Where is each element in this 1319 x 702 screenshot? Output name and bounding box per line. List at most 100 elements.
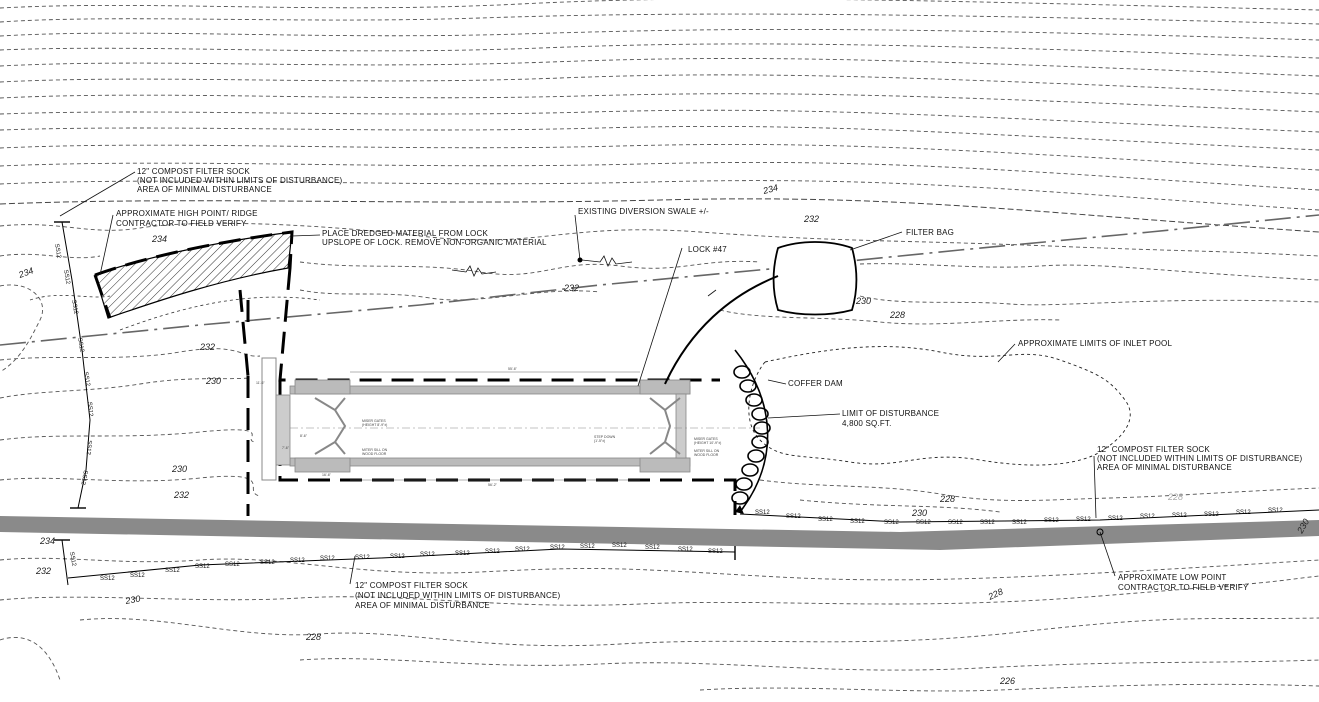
step-down-1: STEP DOWN: [594, 435, 616, 439]
svg-text:230: 230: [124, 594, 142, 607]
sock-labels: SS12 SS12 SS12 SS12 SS12 SS12 SS12 SS12 …: [53, 243, 1283, 582]
svg-text:228: 228: [939, 494, 955, 504]
sock-bottom-note-1: 12" COMPOST FILTER SOCK: [355, 581, 468, 590]
filter-bag-label: FILTER BAG: [906, 228, 954, 237]
svg-text:SS12: SS12: [916, 520, 931, 526]
svg-text:SS12: SS12: [165, 568, 180, 574]
sock-right-note-1: 12" COMPOST FILTER SOCK: [1097, 445, 1210, 454]
svg-text:232: 232: [173, 490, 189, 500]
svg-text:SS12: SS12: [130, 573, 145, 579]
left-gate-2: (HEIGHT 8'-9"±): [362, 423, 387, 427]
svg-text:SS12: SS12: [1204, 512, 1219, 518]
dim-left-a: 11'-6": [256, 381, 265, 385]
svg-text:SS12: SS12: [390, 554, 405, 560]
step-down-2: (1'-5"±): [594, 439, 605, 443]
svg-text:SS12: SS12: [1236, 510, 1251, 516]
svg-text:SS12: SS12: [1044, 518, 1059, 524]
svg-text:234: 234: [761, 182, 779, 196]
svg-text:SS12: SS12: [100, 576, 115, 582]
sock-top-note-1: 12" COMPOST FILTER SOCK: [137, 167, 250, 176]
lock-label: LOCK #47: [688, 245, 727, 254]
svg-text:SS12: SS12: [948, 520, 963, 526]
diversion-swale-note: EXISTING DIVERSION SWALE +/-: [578, 207, 709, 216]
filter-sock-bottom: [54, 539, 736, 586]
svg-text:230: 230: [171, 464, 187, 474]
high-point-note-2: CONTRACTOR TO FIELD VERIFY: [116, 219, 247, 228]
lock-structure: [261, 357, 760, 481]
svg-text:234: 234: [151, 234, 167, 244]
pump-hose: [664, 275, 779, 385]
lod-label-2: 4,800 SQ.FT.: [842, 419, 892, 428]
svg-text:SS12: SS12: [79, 470, 88, 486]
svg-text:SS12: SS12: [678, 547, 693, 553]
svg-text:230: 230: [855, 296, 871, 306]
svg-text:SS12: SS12: [420, 552, 435, 558]
svg-text:SS12: SS12: [320, 556, 335, 562]
svg-text:SS12: SS12: [1012, 520, 1027, 526]
right-sill-1: MITER SILL ON: [694, 449, 720, 453]
elevation-labels: 234 234 234 234 232 232 232 232 232 230 …: [16, 182, 1311, 686]
svg-text:SS12: SS12: [850, 519, 865, 525]
svg-text:SS12: SS12: [612, 543, 627, 549]
svg-text:226: 226: [999, 676, 1015, 686]
svg-text:232: 232: [35, 566, 51, 576]
filter-sock-right: [739, 509, 1319, 523]
sock-top-note-2: (NOT INCLUDED WITHIN LIMITS OF DISTURBAN…: [137, 176, 342, 185]
coffer-dam-label: COFFER DAM: [788, 379, 843, 388]
dim-left-d: 16'-6": [322, 473, 332, 477]
dredged-note-2: UPSLOPE OF LOCK. REMOVE NON-ORGANIC MATE…: [322, 238, 547, 247]
road-band: [0, 516, 1319, 550]
high-point-note-1: APPROXIMATE HIGH POINT/ RIDGE: [116, 209, 258, 218]
left-gate-1: MISER GATES: [362, 419, 386, 423]
svg-text:228: 228: [1167, 492, 1183, 502]
inlet-pool-boundary: [748, 346, 1131, 466]
limit-of-disturbance-line: [93, 230, 737, 516]
sock-bottom-note-2: (NOT INCLUDED WITHIN LIMITS OF DISTURBAN…: [355, 591, 560, 600]
svg-text:232: 232: [199, 342, 215, 352]
dim-left-b: 7'-6": [282, 446, 290, 450]
svg-text:SS12: SS12: [1108, 516, 1123, 522]
svg-text:SS12: SS12: [195, 564, 210, 570]
svg-text:228: 228: [986, 586, 1005, 602]
svg-text:SS12: SS12: [1076, 517, 1091, 523]
svg-text:SS12: SS12: [645, 545, 660, 551]
filter-bag: [772, 241, 858, 316]
svg-text:SS12: SS12: [755, 510, 770, 516]
svg-text:SS12: SS12: [818, 517, 833, 523]
lod-curve-right: [734, 349, 769, 513]
lock-dimension-labels: 55'-6" 56'-2" 11'-6" 7'-6" 8'-6" 16'-6" …: [256, 367, 721, 487]
filter-sock-left: [54, 221, 91, 509]
svg-text:230: 230: [205, 376, 221, 386]
sock-top-note-3: AREA OF MINIMAL DISTURBANCE: [137, 185, 272, 194]
svg-text:SS12: SS12: [550, 545, 565, 551]
right-gate-1: MISER GATES: [694, 437, 718, 441]
svg-text:SS12: SS12: [290, 558, 305, 564]
lod-label-1: LIMIT OF DISTURBANCE: [842, 409, 939, 418]
low-point-note-2: CONTRACTOR TO FIELD VERIFY: [1118, 583, 1249, 592]
svg-text:SS12: SS12: [68, 551, 77, 567]
svg-text:SS12: SS12: [86, 402, 93, 418]
sock-right-note-2: (NOT INCLUDED WITHIN LIMITS OF DISTURBAN…: [1097, 454, 1302, 463]
svg-text:SS12: SS12: [225, 562, 240, 568]
svg-text:230: 230: [911, 508, 927, 518]
svg-text:SS12: SS12: [76, 337, 85, 353]
annotation-leaders: [59, 171, 1116, 585]
dredge-area: [94, 231, 293, 319]
svg-text:SS12: SS12: [53, 243, 62, 259]
svg-text:SS12: SS12: [85, 440, 92, 456]
dredged-note-1: PLACE DREDGED MATERIAL FROM LOCK: [322, 229, 488, 238]
left-sill-1: MITER SILL ON: [362, 448, 388, 452]
right-gate-2: (HEIGHT 10'-9"±): [694, 441, 721, 445]
svg-text:SS12: SS12: [708, 549, 723, 555]
sock-bottom-note-3: AREA OF MINIMAL DISTURBANCE: [355, 601, 490, 610]
svg-text:SS12: SS12: [260, 560, 275, 566]
left-sill-2: WOOD FLOOR: [362, 452, 387, 456]
svg-text:SS12: SS12: [485, 549, 500, 555]
svg-text:232: 232: [563, 283, 579, 293]
low-point-note-1: APPROXIMATE LOW POINT: [1118, 573, 1227, 582]
sock-right-note-3: AREA OF MINIMAL DISTURBANCE: [1097, 463, 1232, 472]
svg-text:SS12: SS12: [580, 544, 595, 550]
contour-lines-lower: [0, 348, 1319, 692]
svg-text:228: 228: [889, 310, 905, 320]
